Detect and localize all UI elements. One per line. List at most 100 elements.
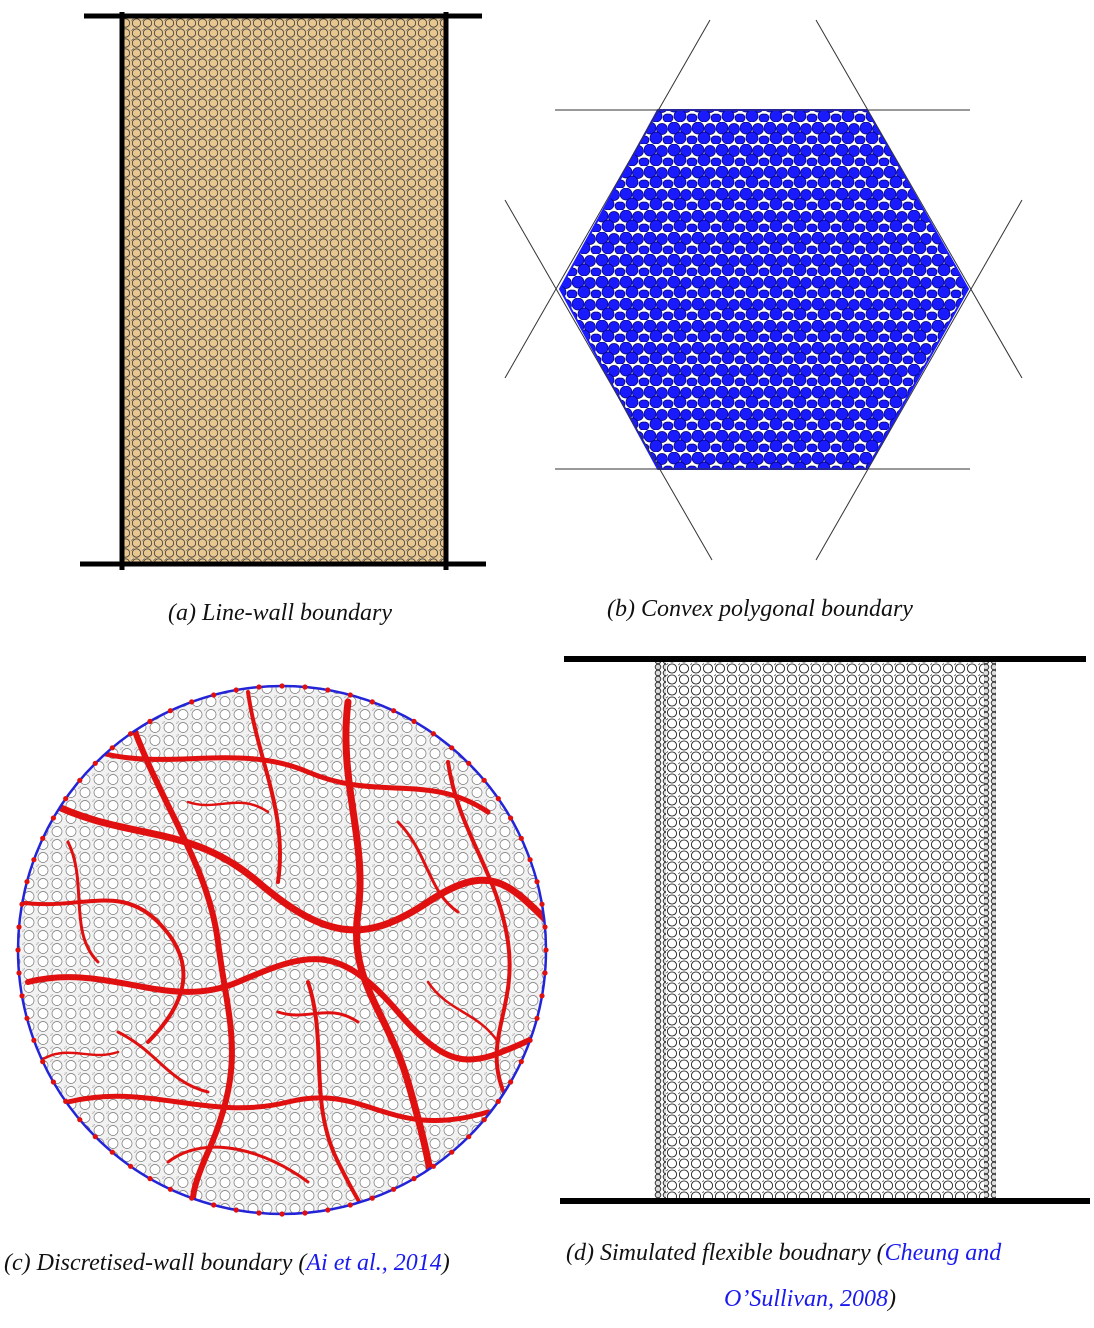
left-membrane — [654, 660, 666, 1200]
caption-a: (a) Line-wall boundary — [80, 600, 480, 627]
caption-d-prefix: (d) Simulated flexible boudnary ( — [566, 1240, 885, 1266]
boundary-node — [449, 1149, 455, 1155]
boundary-node — [167, 1186, 173, 1192]
boundary-node — [539, 993, 545, 999]
discretised-wall-diagram — [15, 683, 549, 1217]
boundary-node — [391, 1186, 397, 1192]
boundary-node — [256, 684, 262, 690]
boundary-node — [495, 796, 501, 802]
upper-right-boundary-line — [815, 19, 1023, 379]
caption-d-suffix: ) — [887, 1286, 896, 1312]
boundary-node — [63, 1098, 69, 1104]
caption-d-citation-link-part-2[interactable]: O’Sullivan, 2008 — [724, 1286, 888, 1312]
caption-d-line-1: (d) Simulated flexible boudnary (Cheung … — [566, 1240, 1001, 1267]
panel-c-image — [8, 682, 556, 1230]
boundary-node — [369, 1195, 375, 1201]
caption-b-text: (b) Convex polygonal boundary — [607, 596, 913, 622]
boundary-node — [518, 835, 524, 841]
boundary-node — [31, 857, 37, 863]
boundary-node — [77, 1117, 83, 1123]
boundary-node — [508, 1079, 514, 1085]
boundary-node — [539, 901, 545, 907]
right-membrane — [984, 660, 996, 1200]
boundary-node — [147, 718, 153, 724]
boundary-node — [40, 835, 46, 841]
boundary-node — [189, 1195, 195, 1201]
boundary-node — [508, 815, 514, 821]
boundary-node — [147, 1176, 153, 1182]
boundary-node — [534, 1015, 540, 1021]
boundary-nodes — [15, 683, 549, 1217]
boundary-node — [256, 1210, 262, 1216]
line-wall-diagram — [80, 12, 486, 570]
boundary-node — [50, 815, 57, 821]
boundary-node — [347, 1202, 353, 1208]
boundary-node — [189, 699, 195, 705]
boundary-node — [77, 777, 83, 783]
boundary-node — [391, 708, 397, 714]
boundary-node — [325, 687, 331, 693]
boundary-node — [92, 1134, 98, 1140]
boundary-node — [466, 1134, 472, 1140]
panel-b-image — [500, 12, 1030, 572]
boundary-node — [527, 1037, 533, 1043]
hexagon-assembly — [558, 109, 970, 470]
boundary-node — [430, 1163, 436, 1169]
boundary-node — [15, 947, 21, 953]
granular-assembly — [18, 686, 546, 1214]
boundary-node — [527, 857, 533, 863]
boundary-node — [211, 1202, 217, 1208]
hexagon-boundary-diagram — [504, 19, 1023, 561]
boundary-node — [233, 1207, 239, 1213]
panel-a-image — [76, 8, 488, 574]
granular-assembly — [662, 660, 992, 1200]
boundary-node — [411, 1176, 417, 1182]
boundary-node — [233, 687, 239, 693]
caption-d-citation-link-part-1[interactable]: Cheung and — [884, 1240, 1002, 1266]
caption-c-suffix: ) — [441, 1250, 450, 1276]
boundary-node — [481, 1117, 487, 1123]
flexible-boundary-diagram — [560, 656, 1090, 1204]
boundary-node — [518, 1059, 524, 1065]
boundary-node — [430, 731, 436, 737]
caption-b: (b) Convex polygonal boundary — [540, 596, 980, 623]
boundary-node — [31, 1037, 37, 1043]
lower-left-boundary-line — [504, 199, 713, 561]
boundary-node — [495, 1098, 501, 1104]
boundary-node — [109, 1149, 115, 1155]
boundary-node — [24, 1015, 30, 1021]
boundary-node — [325, 1207, 331, 1213]
granular-assembly — [122, 16, 444, 564]
boundary-node — [302, 1210, 308, 1216]
boundary-node — [211, 692, 217, 698]
boundary-node — [534, 879, 540, 885]
boundary-node — [128, 1163, 134, 1169]
boundary-node — [16, 970, 22, 976]
boundary-node — [449, 745, 455, 751]
caption-c: (c) Discretised-wall boundary (Ai et al.… — [4, 1250, 450, 1277]
boundary-node — [50, 1079, 57, 1085]
force-chain-network — [18, 690, 546, 1214]
caption-c-citation-link[interactable]: Ai et al., 2014 — [306, 1250, 442, 1276]
boundary-node — [279, 683, 285, 689]
boundary-node — [542, 924, 548, 930]
lower-right-boundary-line — [815, 199, 1023, 561]
boundary-node — [40, 1059, 46, 1065]
panel-d-image — [558, 652, 1094, 1212]
caption-c-prefix: (c) Discretised-wall boundary ( — [4, 1250, 307, 1276]
boundary-node — [481, 777, 487, 783]
boundary-node — [16, 924, 22, 930]
boundary-node — [347, 692, 353, 698]
boundary-node — [302, 684, 308, 690]
boundary-node — [543, 947, 549, 953]
caption-a-text: (a) Line-wall boundary — [168, 600, 392, 626]
boundary-node — [19, 993, 25, 999]
boundary-node — [411, 718, 417, 724]
boundary-node — [369, 699, 375, 705]
boundary-node — [63, 796, 69, 802]
boundary-node — [128, 731, 134, 737]
boundary-node — [542, 970, 548, 976]
boundary-node — [167, 708, 173, 714]
boundary-node — [92, 760, 98, 766]
boundary-node — [19, 901, 25, 907]
